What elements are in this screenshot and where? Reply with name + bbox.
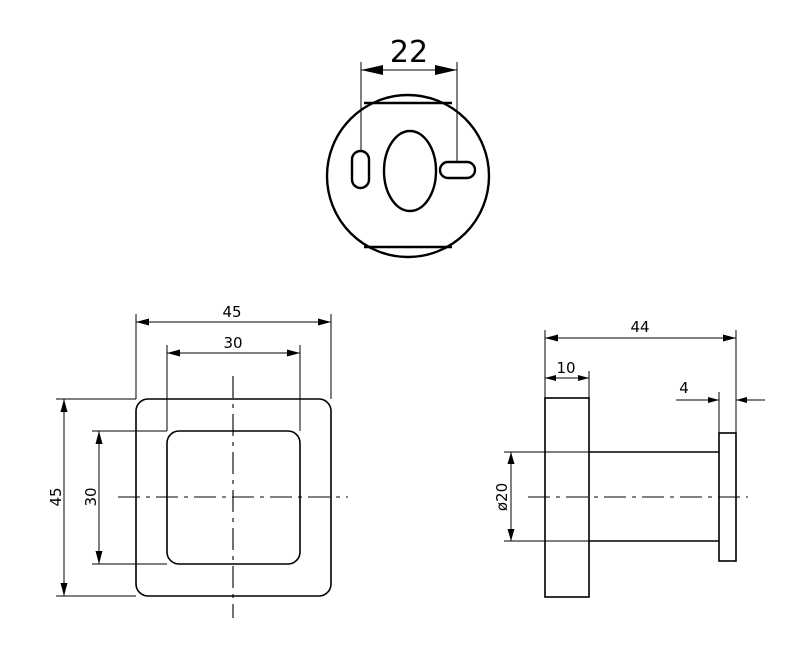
dim-30w-label: 30 — [223, 334, 242, 352]
dim-45h-arrow-top — [60, 399, 68, 412]
dim-d20-arrow-bottom — [507, 529, 515, 541]
dim-45h-label: 45 — [47, 487, 65, 506]
dim-4-label: 4 — [679, 379, 689, 397]
dim-10-arrow-right — [578, 375, 589, 381]
dim-44-arrow-left — [545, 334, 558, 342]
side-view: 44 10 4 ø20 — [493, 318, 765, 598]
dim-d20-arrow-top — [507, 452, 515, 464]
dim-4-arrow-right — [736, 397, 747, 403]
dim-45w-arrow-left — [136, 318, 149, 326]
dim-44-arrow-right — [723, 334, 736, 342]
top-view-left-slot — [350, 149, 371, 190]
dim-30h-arrow-top — [95, 431, 103, 444]
top-view-outer-circle — [325, 93, 491, 259]
dim-30w-arrow-left — [167, 349, 180, 357]
dim-22-arrow-left — [361, 65, 383, 75]
dim-45w-arrow-right — [318, 318, 331, 326]
dim-44-label: 44 — [630, 318, 649, 336]
dim-10-arrow-left — [545, 375, 556, 381]
dim-22-label: 22 — [390, 35, 428, 70]
top-view: 22 — [325, 35, 491, 259]
dim-45h-arrow-bottom — [60, 583, 68, 596]
front-view: 45 30 45 30 — [47, 303, 348, 618]
dim-30h-arrow-bottom — [95, 551, 103, 564]
dim-30h-label: 30 — [82, 487, 100, 506]
top-view-center-keyhole — [382, 129, 438, 213]
dim-10-label: 10 — [556, 359, 575, 377]
dim-30w-arrow-right — [287, 349, 300, 357]
dim-45w-label: 45 — [222, 303, 241, 321]
dim-d20-label: ø20 — [493, 483, 511, 511]
dim-22-arrow-right — [435, 65, 457, 75]
top-view-right-slot — [438, 160, 477, 180]
dim-4-arrow-left — [708, 397, 719, 403]
